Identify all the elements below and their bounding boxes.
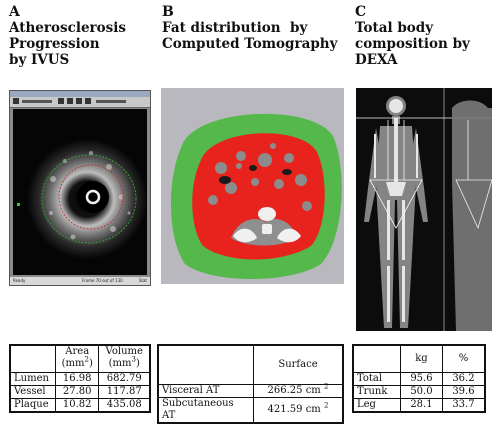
ivus-image-view	[13, 109, 147, 275]
table-row: Trunk 50.0 39.6	[352, 385, 486, 399]
area-value: 16.98	[54, 372, 100, 386]
volume-value: 682.79	[98, 372, 151, 386]
table-row: Visceral AT 266.25 cm 2	[157, 382, 344, 398]
volume-unit-close: )	[135, 358, 140, 369]
percent-value: 36.2	[441, 372, 486, 386]
area-exponent: 2	[84, 355, 89, 364]
empty-header-cell	[9, 344, 56, 373]
volume-unit: (mm	[108, 358, 132, 369]
dexa-results-table: kg % Total 95.6 36.2 Trunk 50.0 39.6 Leg…	[352, 344, 486, 413]
panel-c-letter: C	[355, 4, 367, 20]
surface-number: 266.25 cm	[267, 385, 321, 396]
dexa-body-composition-image	[356, 88, 492, 331]
ct-results-table: Surface Visceral AT 266.25 cm 2 Subcutan…	[157, 344, 344, 424]
row-label: Plaque	[9, 398, 56, 413]
row-label: Trunk	[352, 385, 401, 399]
panel-a-letter: A	[9, 4, 20, 20]
percent-value: 33.7	[441, 398, 486, 413]
panel-b-letter: B	[162, 4, 174, 20]
ivus-software-window: Ready Frame 70 out of 130 Stat	[9, 90, 151, 286]
frame-slider[interactable]	[22, 100, 52, 103]
empty-header-cell	[157, 344, 254, 385]
table-row: Plaque 10.82 435.08	[9, 398, 151, 413]
status-frame: Frame 70 out of 130	[82, 278, 123, 283]
panel-b-title-line: Computed Tomography	[162, 36, 338, 52]
row-label: Lumen	[9, 372, 56, 386]
status-stat: Stat	[138, 278, 147, 283]
ct-abdomen-image	[161, 88, 344, 284]
area-label: Area	[65, 346, 90, 357]
surface-exponent: 2	[323, 401, 329, 410]
panel-c-title-line: DEXA	[355, 52, 398, 68]
toolbar-button-icon[interactable]	[13, 98, 19, 104]
kg-value: 28.1	[400, 398, 443, 413]
panel-a-heading: A Atherosclerosis Progression by IVUS	[9, 4, 149, 68]
row-label: Visceral AT	[157, 384, 254, 398]
zoom-slider[interactable]	[96, 100, 126, 103]
volume-value: 435.08	[98, 398, 151, 413]
percent-header: %	[441, 344, 486, 373]
panel-b-heading: B Fat distribution by Computed Tomograph…	[162, 4, 342, 52]
table-row: Vessel 27.80 117.87	[9, 385, 151, 399]
volume-exponent: 3	[131, 355, 136, 364]
table-header-row: Surface	[157, 344, 344, 385]
volume-header: Volume (mm3)	[98, 344, 151, 373]
table-row: Subcutaneous AT 421.59 cm 2	[157, 397, 344, 424]
ivus-toolbar	[10, 97, 150, 108]
panel-b-title-line: Fat distribution by	[162, 20, 308, 36]
ct-fat-distribution-image	[161, 88, 344, 284]
row-label: Leg	[352, 398, 401, 413]
table-header-row: kg %	[352, 344, 486, 373]
stop-icon[interactable]	[76, 98, 82, 104]
area-unit: (mm	[61, 358, 85, 369]
table-row: Total 95.6 36.2	[352, 372, 486, 386]
rewind-icon[interactable]	[58, 98, 64, 104]
table-row: Leg 28.1 33.7	[352, 398, 486, 413]
ivus-cross-section-image	[17, 139, 147, 259]
ivus-window-titlebar	[10, 91, 150, 97]
row-label: Vessel	[9, 385, 56, 399]
percent-value: 39.6	[441, 385, 486, 399]
row-label: Total	[352, 372, 401, 386]
table-header-row: Area (mm2) Volume (mm3)	[9, 344, 151, 373]
surface-value: 421.59 cm 2	[253, 397, 344, 424]
volume-value: 117.87	[98, 385, 151, 399]
kg-header: kg	[400, 344, 443, 373]
area-value: 10.82	[54, 398, 100, 413]
kg-value: 50.0	[400, 385, 443, 399]
volume-label: Volume	[105, 346, 143, 357]
kg-value: 95.6	[400, 372, 443, 386]
surface-exponent: 2	[323, 382, 329, 391]
surface-value: 266.25 cm 2	[253, 382, 344, 398]
ivus-statusbar: Ready Frame 70 out of 130 Stat	[10, 277, 150, 285]
panel-a-title-line: Atherosclerosis	[9, 20, 126, 36]
panel-a-title-line: by IVUS	[9, 52, 70, 68]
dexa-scan-image	[356, 88, 492, 331]
empty-header-cell	[352, 344, 401, 373]
status-ready: Ready	[13, 278, 26, 283]
panel-c-title-line: composition by	[355, 36, 470, 52]
area-value: 27.80	[54, 385, 100, 399]
area-unit-close: )	[88, 358, 93, 369]
play-icon[interactable]	[67, 98, 73, 104]
ivus-results-table: Area (mm2) Volume (mm3) Lumen 16.98 682.…	[9, 344, 151, 413]
surface-number: 421.59 cm	[267, 404, 321, 415]
table-row: Lumen 16.98 682.79	[9, 372, 151, 386]
area-header: Area (mm2)	[54, 344, 100, 373]
surface-header: Surface	[253, 344, 344, 385]
forward-icon[interactable]	[85, 98, 91, 104]
row-label: Subcutaneous AT	[157, 397, 254, 424]
panel-a-title-line: Progression	[9, 36, 100, 52]
panel-c-title-line: Total body	[355, 20, 434, 36]
panel-c-heading: C Total body composition by DEXA	[355, 4, 490, 68]
